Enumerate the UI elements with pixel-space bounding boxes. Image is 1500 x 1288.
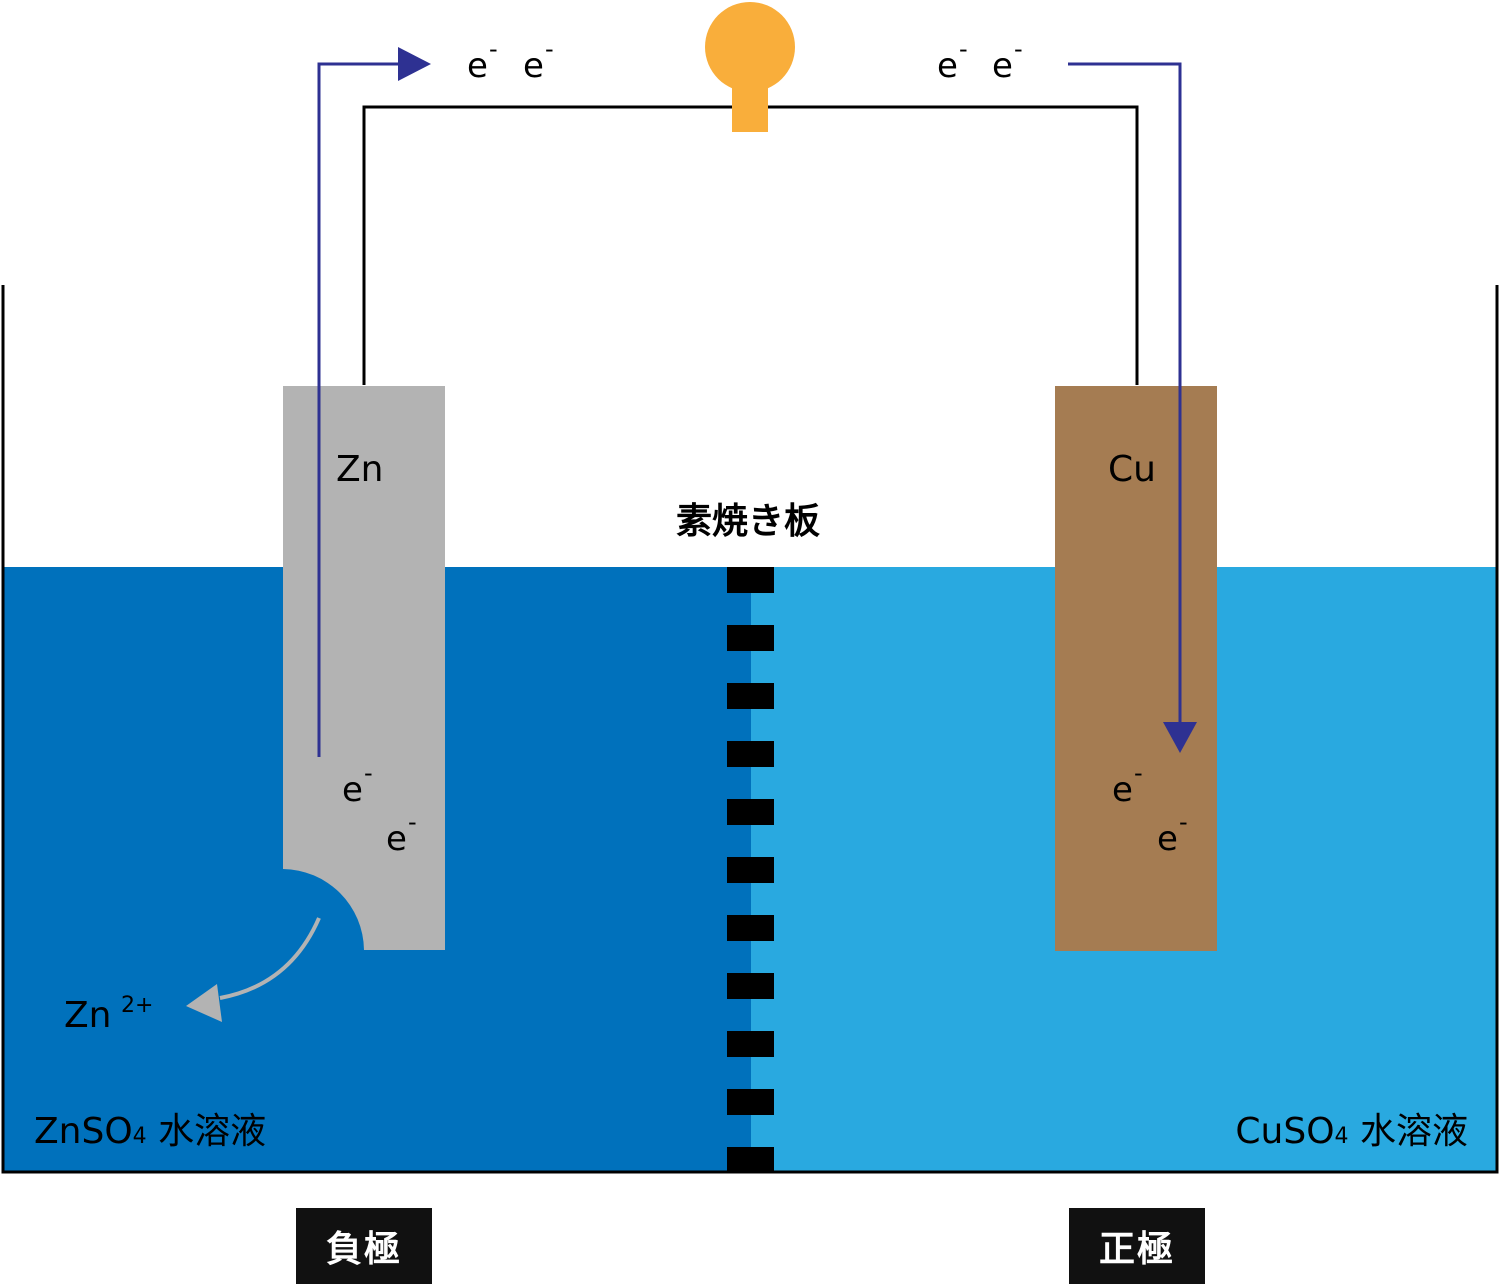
electron-symbol: e	[992, 46, 1013, 86]
copper-electrode	[1055, 386, 1217, 951]
electron-flow-path	[317, 62, 405, 757]
membrane-block	[727, 799, 774, 825]
electron-label: e -	[386, 808, 417, 859]
membrane-block	[727, 857, 774, 883]
electron-charge: -	[959, 35, 968, 63]
electron-label: e -	[992, 35, 1023, 86]
membrane-block	[727, 567, 774, 593]
svg-text:ZnSO4 水溶液: ZnSO4 水溶液	[34, 1111, 266, 1152]
zinc-ion-label: Zn 2+	[64, 993, 153, 1036]
arrowhead-right-icon	[398, 47, 431, 81]
electron-charge: -	[1179, 808, 1188, 836]
bulb-base	[732, 76, 768, 132]
membrane-label: 素焼き板	[676, 501, 820, 542]
znso4-solution-label: ZnSO4 水溶液	[34, 1111, 266, 1152]
electron-label: e -	[1157, 808, 1188, 859]
zinc-ion-arrow	[186, 917, 321, 1022]
electron-symbol: e	[937, 46, 958, 86]
zn-electrode-label: Zn	[336, 449, 383, 490]
electron-symbol: e	[467, 46, 488, 86]
electron-symbol: e	[342, 770, 363, 810]
electron-symbol: e	[386, 819, 407, 859]
membrane-block	[727, 741, 774, 767]
solution-subscript: 4	[1335, 1124, 1349, 1149]
cuso4-solution-label: CuSO4 水溶液	[1235, 1111, 1468, 1152]
electron-symbol: e	[523, 46, 544, 86]
electron-flow-right	[1068, 62, 1197, 753]
solution-formula: CuSO	[1235, 1111, 1334, 1152]
membrane-block	[727, 683, 774, 709]
electron-flow-path	[1068, 62, 1182, 730]
zinc-ion-charge: 2+	[121, 993, 153, 1018]
external-wire	[362, 105, 1139, 385]
membrane-block	[727, 1031, 774, 1057]
solution-formula: ZnSO	[34, 1111, 133, 1152]
porous-plate	[727, 567, 774, 1172]
electron-symbol: e	[1157, 819, 1178, 859]
solution-name: 水溶液	[1349, 1111, 1468, 1152]
electron-charge: -	[545, 35, 554, 63]
electron-charge: -	[364, 759, 373, 787]
bulb-glass	[705, 2, 795, 92]
electron-label: e -	[937, 35, 968, 86]
beaker-outline	[1, 285, 1499, 1174]
solution-subscript: 4	[133, 1124, 147, 1149]
membrane-block	[727, 1089, 774, 1115]
membrane-block	[727, 625, 774, 651]
membrane-block	[727, 915, 774, 941]
electron-flow-left	[317, 47, 431, 757]
electron-charge: -	[408, 808, 417, 836]
electron-symbol: e	[1112, 770, 1133, 810]
negative-electrode-tag: 負極	[296, 1208, 432, 1284]
membrane-block	[727, 1147, 774, 1172]
electron-charge: -	[1014, 35, 1023, 63]
electron-label: e -	[523, 35, 554, 86]
cu-electrode-label: Cu	[1108, 449, 1156, 490]
electron-label: e -	[342, 759, 373, 810]
light-bulb-icon	[705, 2, 795, 132]
solution-name: 水溶液	[147, 1111, 266, 1152]
electron-label: e -	[467, 35, 498, 86]
ion-path	[219, 917, 321, 1000]
svg-text:CuSO4 水溶液: CuSO4 水溶液	[1235, 1111, 1468, 1152]
electron-label: e -	[1112, 759, 1143, 810]
zinc-electrode	[283, 386, 445, 950]
positive-electrode-tag: 正極	[1069, 1208, 1205, 1284]
electron-charge: -	[489, 35, 498, 63]
electron-charge: -	[1134, 759, 1143, 787]
zinc-ion-symbol: Zn	[64, 995, 111, 1036]
arrowhead-down-icon	[1163, 722, 1197, 753]
membrane-block	[727, 973, 774, 999]
arrowhead-left-icon	[186, 984, 222, 1022]
